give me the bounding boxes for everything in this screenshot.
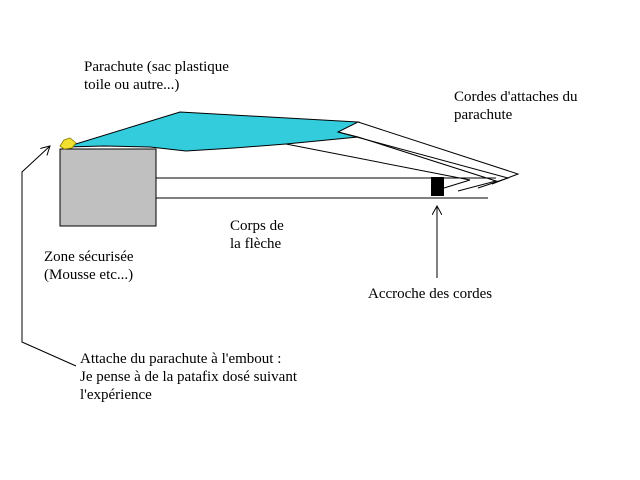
cords-label: Cordes d'attaches du parachute: [454, 89, 578, 123]
parachute-label: Parachute (sac plastique toile ou autre.…: [84, 59, 229, 93]
arrow-body-label: Corps de la flèche: [230, 218, 284, 252]
cord-hook-label: Accroche des cordes: [368, 286, 493, 302]
putty-blob: [59, 137, 77, 150]
attach-label: Attache du parachute à l'embout : Je pen…: [80, 351, 298, 403]
cord-3: [357, 136, 498, 192]
cord-2: [337, 131, 510, 189]
cord-4: [285, 143, 471, 189]
cord-hook-block: [431, 177, 444, 196]
parachute-canopy: [65, 111, 360, 152]
safe-zone-label: Zone sécurisée (Mousse etc...): [44, 249, 134, 283]
attach-pointer-arrow: [21, 146, 77, 367]
foam-tip-block: [59, 148, 157, 227]
parachute-cords: [285, 121, 520, 192]
